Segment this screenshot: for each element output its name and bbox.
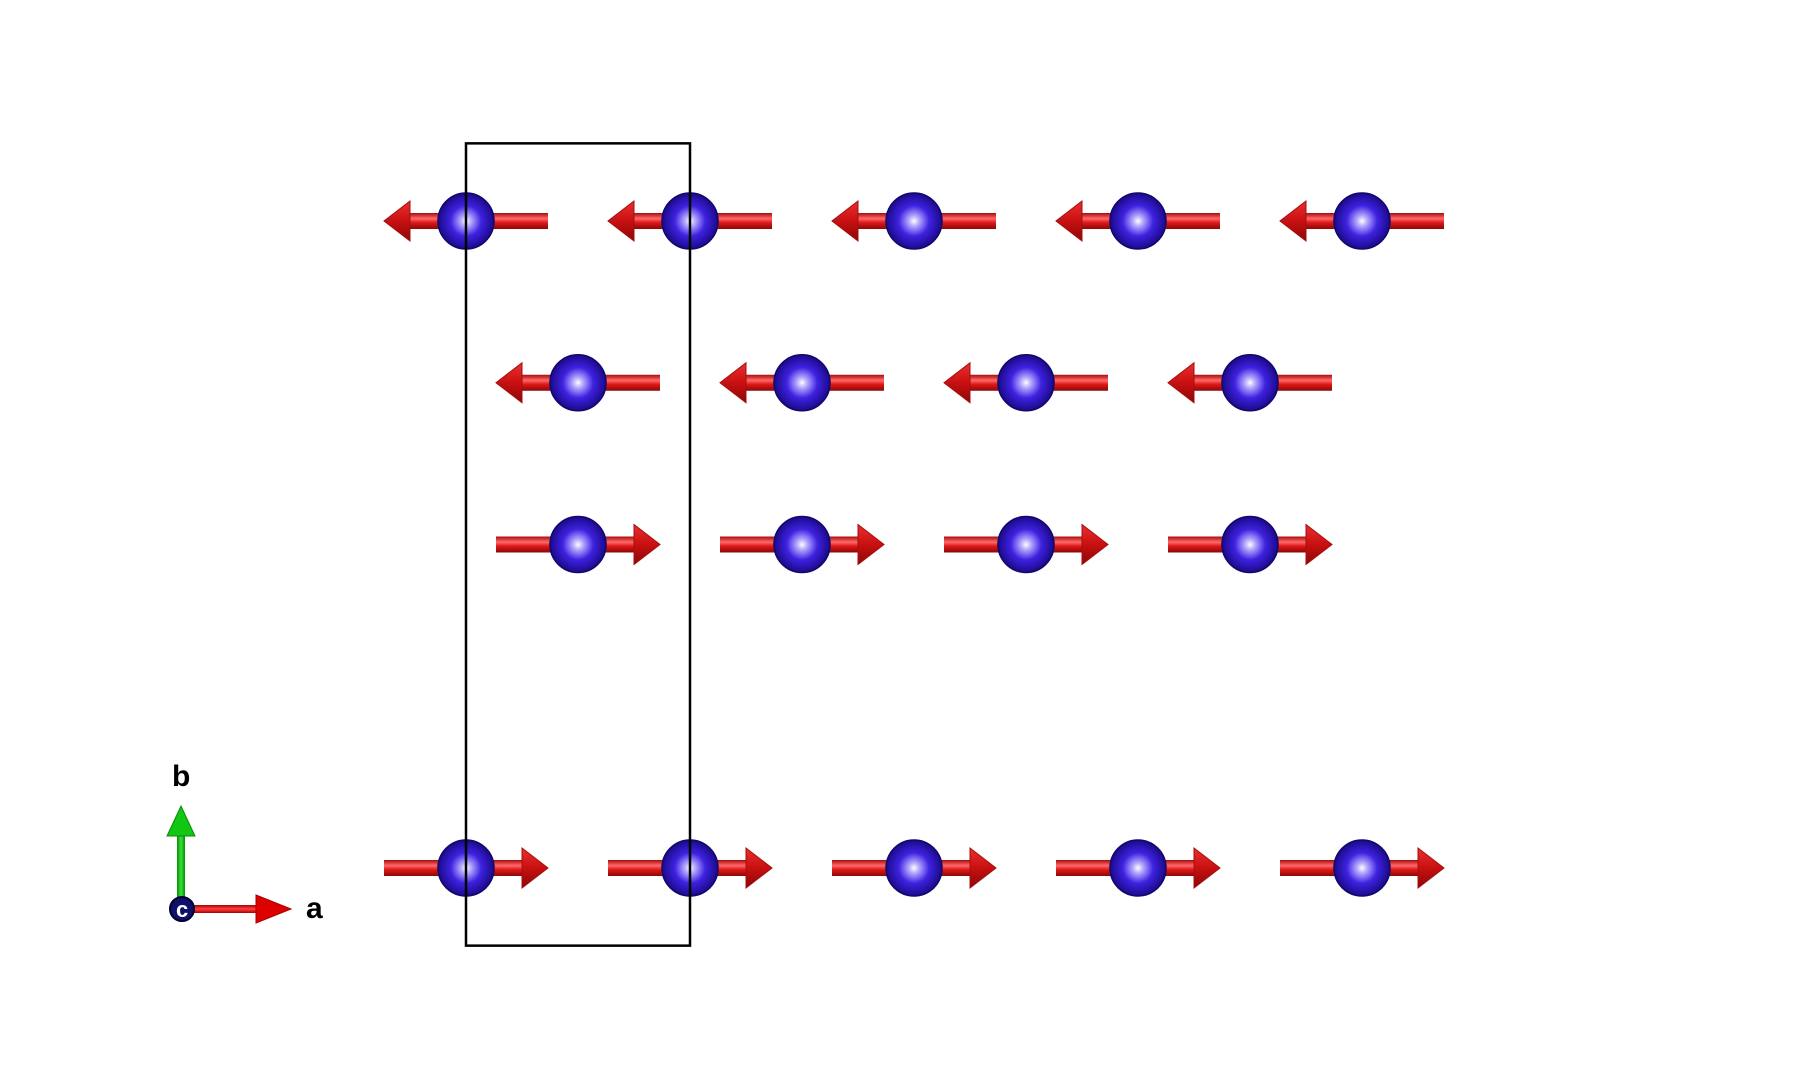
spin-site <box>719 354 884 412</box>
spin-site <box>943 354 1108 412</box>
atom <box>1109 192 1167 250</box>
spin-site <box>720 515 885 574</box>
atom <box>997 515 1055 574</box>
spin-arrowhead <box>1305 523 1333 566</box>
atom <box>1221 515 1279 574</box>
atom <box>885 192 943 250</box>
spin-arrowhead <box>1167 361 1195 404</box>
spin-arrowhead <box>857 523 885 566</box>
spin-site <box>1280 839 1445 897</box>
atom <box>549 354 607 412</box>
axis-triad: c b a <box>166 760 323 925</box>
spin-site <box>1055 192 1220 250</box>
spin-arrowhead <box>1193 846 1221 890</box>
atom <box>1333 192 1391 250</box>
spin-site <box>1167 354 1332 412</box>
spin-site <box>1279 192 1444 250</box>
spin-arrowhead <box>719 361 747 404</box>
atom <box>773 515 831 574</box>
spin-arrowhead <box>745 846 773 890</box>
spin-arrowhead <box>831 199 859 243</box>
atom <box>1221 354 1279 412</box>
spin-site <box>495 354 660 412</box>
spin-site <box>496 515 661 574</box>
axis-c-label: c <box>176 897 188 922</box>
axis-a-label: a <box>306 892 323 925</box>
atom <box>997 354 1055 412</box>
spin-layer <box>383 192 1445 897</box>
unit-cell-outline <box>464 142 692 947</box>
unit-cell <box>464 142 692 947</box>
axis-c-marker <box>169 896 195 922</box>
spin-arrowhead <box>1055 199 1083 243</box>
atom <box>1109 839 1167 897</box>
spin-site <box>1168 515 1333 574</box>
spin-site <box>944 515 1109 574</box>
spin-arrowhead <box>607 199 635 243</box>
axis-a-arrowhead <box>255 894 293 924</box>
spin-site <box>1056 839 1221 897</box>
axis-b-shaft <box>177 828 185 908</box>
spin-arrowhead <box>969 846 997 890</box>
spin-arrowhead <box>1279 199 1307 243</box>
axis-b-arrowhead <box>166 804 196 837</box>
spin-arrowhead <box>1081 523 1109 566</box>
spin-arrowhead <box>383 199 411 243</box>
atom <box>773 354 831 412</box>
atom <box>885 839 943 897</box>
spin-arrowhead <box>521 846 549 890</box>
axis-b-label: b <box>172 760 190 793</box>
spin-arrowhead <box>943 361 971 404</box>
spin-arrowhead <box>495 361 523 404</box>
spin-arrowhead <box>1417 846 1445 890</box>
atom <box>549 515 607 574</box>
axis-a-shaft <box>184 905 258 913</box>
atom <box>1333 839 1391 897</box>
spin-arrowhead <box>633 523 661 566</box>
spin-site <box>831 192 996 250</box>
spin-site <box>832 839 997 897</box>
